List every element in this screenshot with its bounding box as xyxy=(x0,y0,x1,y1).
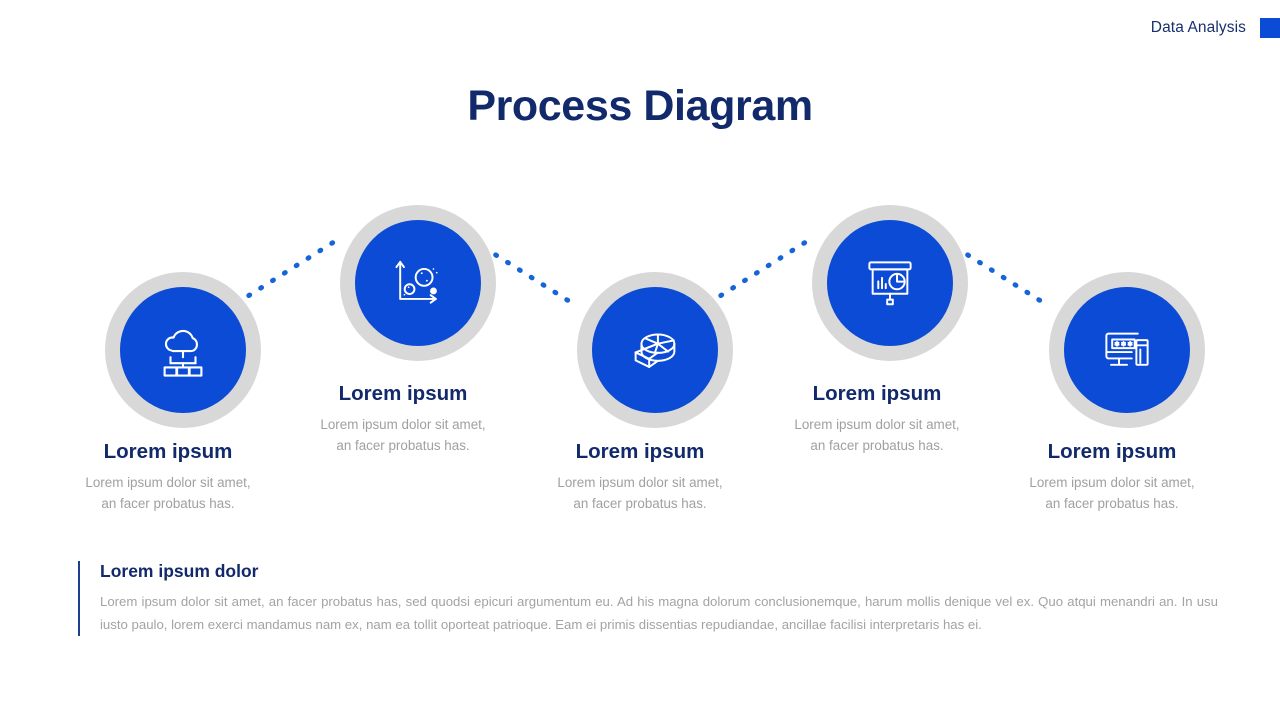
step-5-desc-line2: an facer probatus has. xyxy=(1045,496,1179,512)
step-5-desc-line1: Lorem ipsum dolor sit amet, xyxy=(1029,474,1195,490)
step-5-description: Lorem ipsum dolor sit amet, an facer pro… xyxy=(982,472,1242,515)
pie-chart-3d-icon xyxy=(634,333,676,368)
step-5-circle[interactable] xyxy=(1049,272,1205,428)
step-4-description: Lorem ipsum dolor sit amet, an facer pro… xyxy=(747,414,1007,457)
header-tag-label: Data Analysis xyxy=(1150,19,1246,36)
step-2-description: Lorem ipsum dolor sit amet, an facer pro… xyxy=(273,414,533,457)
step-4-desc-line1: Lorem ipsum dolor sit amet, xyxy=(794,416,960,432)
cloud-network-icon xyxy=(163,329,203,377)
step-4-title: Lorem ipsum xyxy=(812,382,942,405)
footer-note: Lorem ipsum dolor Lorem ipsum dolor sit … xyxy=(78,561,1218,637)
bubble-scatter-chart-icon xyxy=(395,260,438,304)
step-1-desc-line2: an facer probatus has. xyxy=(101,496,235,512)
header-tag: Data Analysis xyxy=(1151,18,1280,38)
step-5-text: Lorem ipsum Lorem ipsum dolor sit amet, … xyxy=(982,440,1242,515)
step-3-circle[interactable] xyxy=(577,272,733,428)
step-3-text: Lorem ipsum Lorem ipsum dolor sit amet, … xyxy=(510,440,770,515)
step-1-title: Lorem ipsum xyxy=(103,440,233,463)
connector-1-2 xyxy=(234,237,340,306)
step-2-text: Lorem ipsum Lorem ipsum dolor sit amet, … xyxy=(273,382,533,457)
monitor-password-device-icon xyxy=(1105,332,1149,366)
footer-body: Lorem ipsum dolor sit amet, an facer pro… xyxy=(100,594,1218,633)
step-4-desc-line2: an facer probatus has. xyxy=(810,438,944,454)
step-4-text: Lorem ipsum Lorem ipsum dolor sit amet, … xyxy=(747,382,1007,457)
page-title: Process Diagram xyxy=(467,82,813,130)
step-2-circle[interactable] xyxy=(340,205,496,361)
step-1-text: Lorem ipsum Lorem ipsum dolor sit amet, … xyxy=(38,440,298,515)
presentation-board-chart-icon xyxy=(868,261,912,306)
process-diagram: Lorem ipsum Lorem ipsum dolor sit amet, … xyxy=(38,205,1242,515)
step-1-description: Lorem ipsum dolor sit amet, an facer pro… xyxy=(38,472,298,515)
step-3-desc-line2: an facer probatus has. xyxy=(573,496,707,512)
step-3-desc-line1: Lorem ipsum dolor sit amet, xyxy=(557,474,723,490)
step-3-title: Lorem ipsum xyxy=(575,440,705,463)
connector-3-4 xyxy=(706,237,812,306)
step-3-description: Lorem ipsum dolor sit amet, an facer pro… xyxy=(510,472,770,515)
step-5-title: Lorem ipsum xyxy=(1047,440,1177,463)
step-2-desc-line2: an facer probatus has. xyxy=(336,438,470,454)
step-2-title: Lorem ipsum xyxy=(338,382,468,405)
step-1-desc-line1: Lorem ipsum dolor sit amet, xyxy=(85,474,251,490)
step-2-desc-line1: Lorem ipsum dolor sit amet, xyxy=(320,416,486,432)
step-4-circle[interactable] xyxy=(812,205,968,361)
step-1-circle[interactable] xyxy=(105,272,261,428)
blue-square-icon xyxy=(1260,18,1280,38)
footer-title: Lorem ipsum dolor xyxy=(100,561,259,581)
